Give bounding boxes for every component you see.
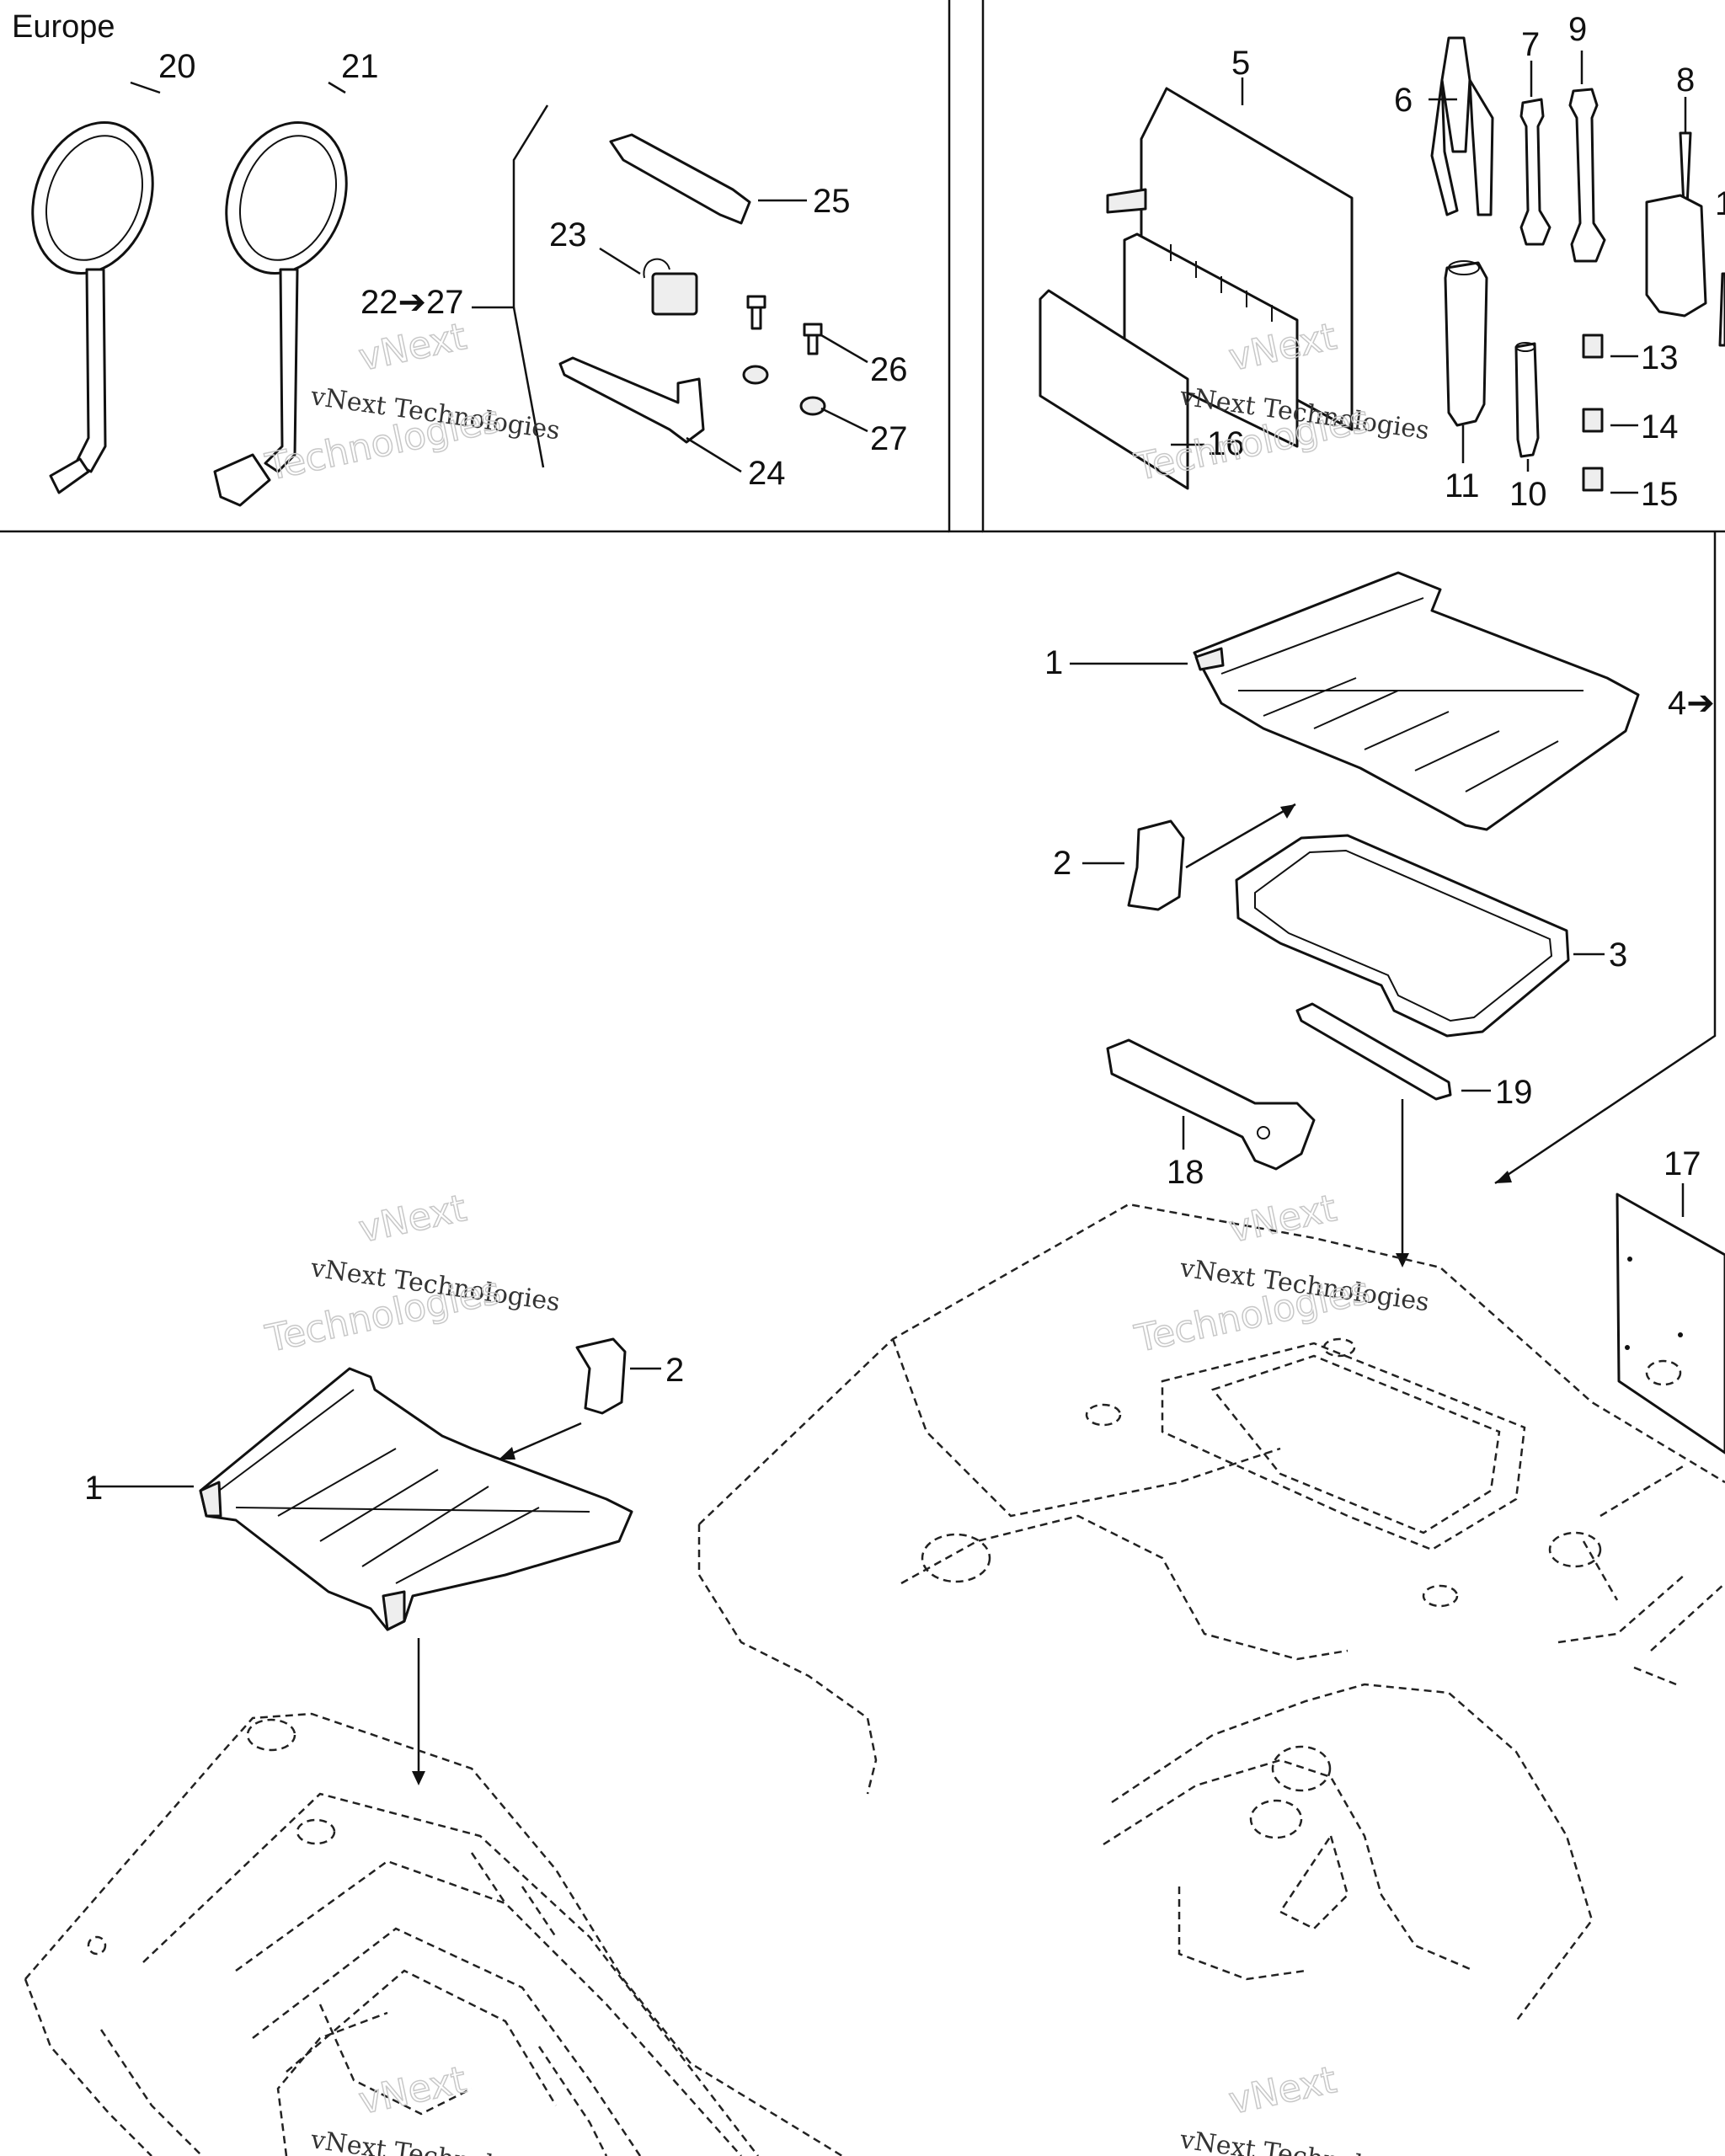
leader-27 <box>820 407 868 433</box>
svg-text:vNext Technologies: vNext Technologies <box>308 2125 562 2156</box>
callout-12: 1 <box>1715 185 1725 222</box>
svg-text:vNext: vNext <box>355 315 470 380</box>
socket-wrench-10 <box>1514 342 1540 458</box>
wrench-9 <box>1568 88 1606 263</box>
frame-accessories-panel <box>948 0 983 533</box>
rack-lower-1 <box>199 1367 633 1631</box>
callout-14: 14 <box>1641 408 1679 446</box>
callout-17: 17 <box>1664 1145 1701 1182</box>
svg-text:vNext: vNext <box>1226 2058 1340 2123</box>
callout-15: 15 <box>1641 476 1679 513</box>
callout-21: 21 <box>341 48 379 85</box>
arrow-clip-to-rack <box>1185 803 1296 869</box>
watermark-1: vNext vNext Technologies Technologies <box>261 314 562 489</box>
callout-25: 25 <box>813 183 851 220</box>
callout-4: 4➔ <box>1668 685 1715 722</box>
rear-fender-left <box>24 1712 843 2156</box>
decal-17 <box>1616 1193 1725 1454</box>
lock-23 <box>643 258 698 316</box>
leader-kit-22-27-lower <box>512 307 545 468</box>
socket-wrench-11 <box>1444 260 1488 427</box>
callout-24: 24 <box>748 455 786 492</box>
callout-3: 3 <box>1609 937 1627 974</box>
callout-26: 26 <box>870 351 908 388</box>
rack-upper-1 <box>1193 571 1640 831</box>
wrench-7 <box>1519 98 1551 246</box>
fuses-14 <box>1582 408 1604 433</box>
bracket-24 <box>558 356 705 444</box>
callout-13: 13 <box>1641 339 1679 376</box>
callout-8: 8 <box>1676 61 1695 99</box>
svg-text:vNext: vNext <box>1226 1187 1340 1251</box>
mirror-left <box>31 120 154 494</box>
pliers-6 <box>1430 36 1494 216</box>
svg-text:vNext: vNext <box>355 1187 470 1251</box>
leader-20 <box>130 81 161 94</box>
bracket-25 <box>609 133 751 225</box>
mirror-right <box>213 120 348 507</box>
callout-22-27: 22➔27 <box>360 284 464 321</box>
seal-3 <box>1235 834 1570 1038</box>
callout-10: 10 <box>1509 476 1547 513</box>
callout-23: 23 <box>549 216 587 253</box>
svg-text:vNext: vNext <box>355 2058 470 2123</box>
callout-1-top: 1 <box>1044 644 1063 681</box>
nuts-27 <box>742 365 826 416</box>
callout-27: 27 <box>870 420 908 457</box>
svg-text:vNext Technologies: vNext Technologies <box>1178 2125 1431 2156</box>
arrow-kit-4 <box>1495 1171 1512 1183</box>
frame-tools-panel <box>981 0 1725 1185</box>
region-label-europe: Europe <box>12 9 115 45</box>
callout-11: 11 <box>1445 467 1480 504</box>
callout-19: 19 <box>1495 1074 1533 1111</box>
watermark-3: vNext vNext Technologies Technologies <box>261 1186 562 1361</box>
watermark-6: vNext vNext Technologies <box>1178 2057 1431 2156</box>
leader-26 <box>820 334 868 364</box>
tool-bag-5 <box>1106 87 1354 448</box>
spanner-18 <box>1106 1038 1316 1171</box>
leader-21 <box>328 81 346 94</box>
fuses-13 <box>1582 334 1604 359</box>
screwdriver-12 <box>1718 272 1725 347</box>
callout-16: 16 <box>1207 425 1245 462</box>
leader-23 <box>599 247 641 275</box>
rear-fender-right <box>697 1203 1725 2022</box>
callout-6: 6 <box>1394 82 1413 119</box>
callout-20: 20 <box>158 48 196 85</box>
fuses-15 <box>1582 467 1604 492</box>
callout-2-top: 2 <box>1053 845 1071 882</box>
callout-5: 5 <box>1231 45 1250 82</box>
manual-16 <box>1039 289 1189 490</box>
callout-1-bottom: 1 <box>84 1470 103 1507</box>
leader-24 <box>686 436 742 473</box>
callout-18: 18 <box>1167 1154 1204 1191</box>
callout-2-bottom: 2 <box>665 1352 684 1389</box>
arrow-clip-to-rack-lower <box>509 1422 582 1456</box>
screwdriver-8 <box>1645 97 1707 318</box>
latch-19 <box>1295 1002 1452 1101</box>
callout-9: 9 <box>1568 11 1587 48</box>
watermark-5: vNext vNext Technologies <box>308 2057 562 2156</box>
bolts-26 <box>746 295 823 355</box>
leader-kit-22-27 <box>472 104 549 309</box>
clip-upper-2 <box>1127 819 1185 911</box>
clip-lower-2 <box>575 1337 627 1415</box>
callout-7: 7 <box>1521 26 1540 63</box>
